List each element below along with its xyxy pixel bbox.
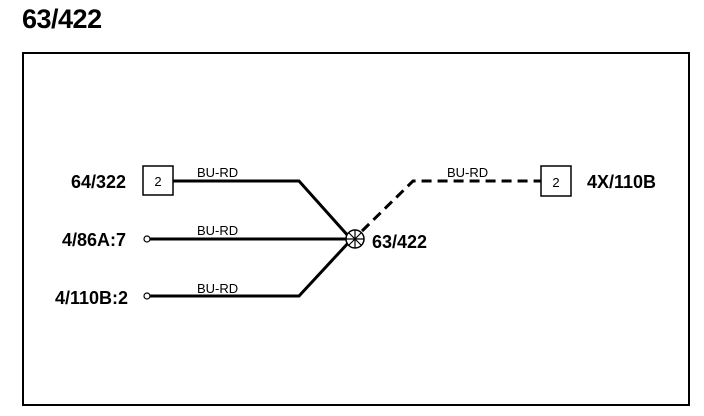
connector-box-4x-110b[interactable]	[540, 165, 572, 197]
connector-label-4-86a-7: 4/86A:7	[62, 230, 126, 250]
terminal-4-86a-7[interactable]	[143, 235, 151, 243]
connector-label-4-110b-2: 4/110B:2	[55, 288, 128, 308]
wire-bot[interactable]	[150, 239, 352, 298]
wire-label-mid: BU-RD	[197, 223, 238, 238]
wire-label-top: BU-RD	[197, 165, 238, 180]
wire-label-right: BU-RD	[447, 165, 488, 180]
pin-number-4x-110b: 2	[552, 175, 559, 190]
diagram-frame	[22, 52, 690, 406]
wire-right[interactable]	[360, 179, 541, 233]
connector-label-4x-110b: 4X/110B	[587, 172, 656, 192]
splice-icon[interactable]	[345, 229, 365, 249]
wire-top[interactable]	[173, 179, 352, 240]
pin-number-64-322: 2	[154, 174, 161, 189]
wire-label-bot: BU-RD	[197, 281, 238, 296]
connector-label-64-322: 64/322	[71, 172, 126, 192]
splice-label: 63/422	[372, 232, 427, 252]
connector-box-64-322[interactable]	[142, 165, 174, 196]
page-title: 63/422	[22, 4, 102, 34]
terminal-4-110b-2[interactable]	[143, 292, 151, 300]
